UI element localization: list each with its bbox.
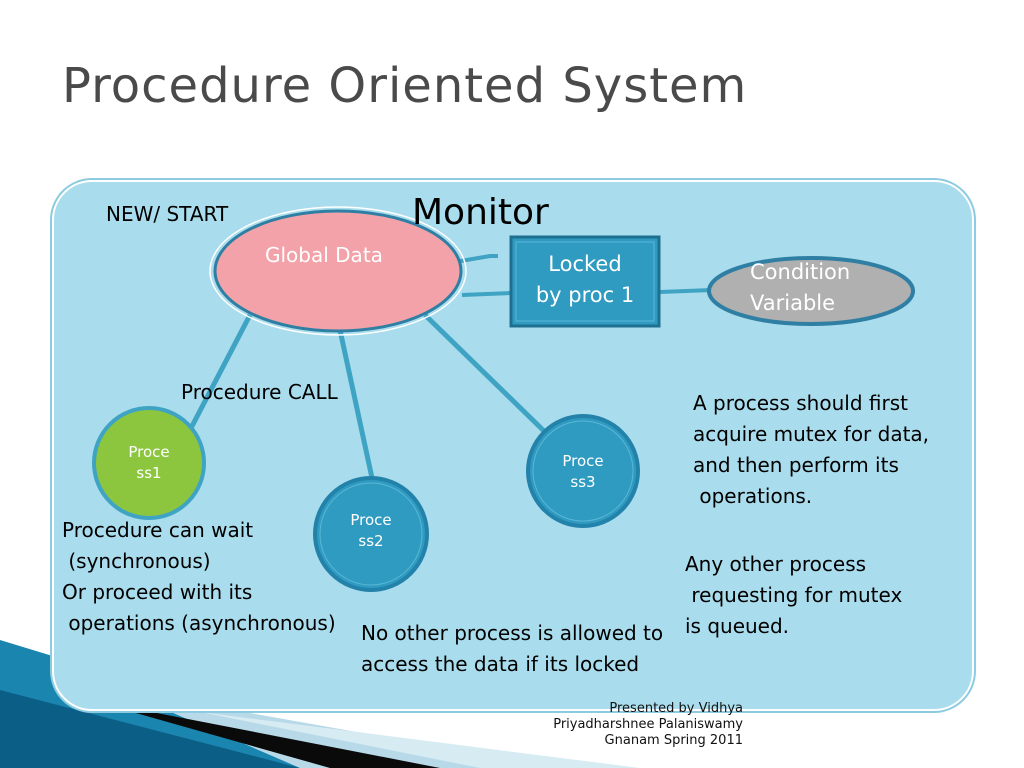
wait-line: Or proceed with its [62,580,253,604]
queue-line: requesting for mutex [685,583,903,607]
footer-line: Presented by Vidhya [609,701,743,716]
wait-line: operations (asynchronous) [62,611,336,635]
locked-note-text: No other process is allowed to access th… [361,618,663,680]
condition-line1: Condition [750,260,851,284]
wait-text: Procedure can wait (synchronous) Or proc… [62,515,336,639]
process1-circle [92,406,206,520]
mutex-text: A process should first acquire mutex for… [693,388,929,512]
wait-line: (synchronous) [62,549,211,573]
mutex-line: A process should first [693,391,908,415]
connector-global-process3 [423,313,547,434]
global-data-ellipse [213,209,463,333]
footer-line: Priyadharshnee Palaniswamy [553,717,743,732]
monitor-label: Monitor [412,192,549,233]
condition-variable-ellipse [707,256,915,326]
process3-line2: ss3 [570,473,596,491]
process1-label: Proce ss1 [99,442,199,484]
process3-circle [526,414,640,528]
locked-note-line: No other process is allowed to [361,621,664,645]
connector-locked-condition [659,288,713,294]
process3-line1: Proce [562,452,604,470]
process2-line2: ss2 [358,532,384,550]
global-data-label: Global Data [265,243,383,267]
presenter-footer: Presented by Vidhya Priyadharshnee Palan… [553,701,743,749]
queue-text: Any other process requesting for mutex i… [685,549,902,642]
condition-variable-label: Condition Variable [750,257,850,319]
process3-label: Proce ss3 [533,451,633,493]
mutex-line: acquire mutex for data, [693,422,930,446]
queue-line: is queued. [685,614,790,638]
queue-line: Any other process [685,552,867,576]
locked-label: Locked by proc 1 [511,249,659,311]
process1-line1: Proce [128,443,170,461]
process2-line1: Proce [350,511,392,529]
locked-box [509,235,661,328]
footer-line: Gnanam Spring 2011 [604,733,743,748]
connector-global-process2 [337,329,375,479]
process2-label: Proce ss2 [321,510,421,552]
slide-title: Procedure Oriented System [62,58,748,114]
locked-note-line: access the data if its locked [361,652,640,676]
procedure-call-label: Procedure CALL [181,380,338,404]
mutex-line: and then perform its [693,453,899,477]
mutex-line: operations. [693,484,813,508]
start-label: NEW/ START [106,202,229,226]
connector-global-process1 [187,313,253,432]
wait-line: Procedure can wait [62,518,254,542]
locked-line1: Locked [548,252,622,276]
locked-line2: by proc 1 [535,283,635,307]
condition-line2: Variable [750,291,836,315]
process1-line2: ss1 [136,464,162,482]
connector-global-locked [461,291,513,297]
process2-circle [313,476,429,592]
